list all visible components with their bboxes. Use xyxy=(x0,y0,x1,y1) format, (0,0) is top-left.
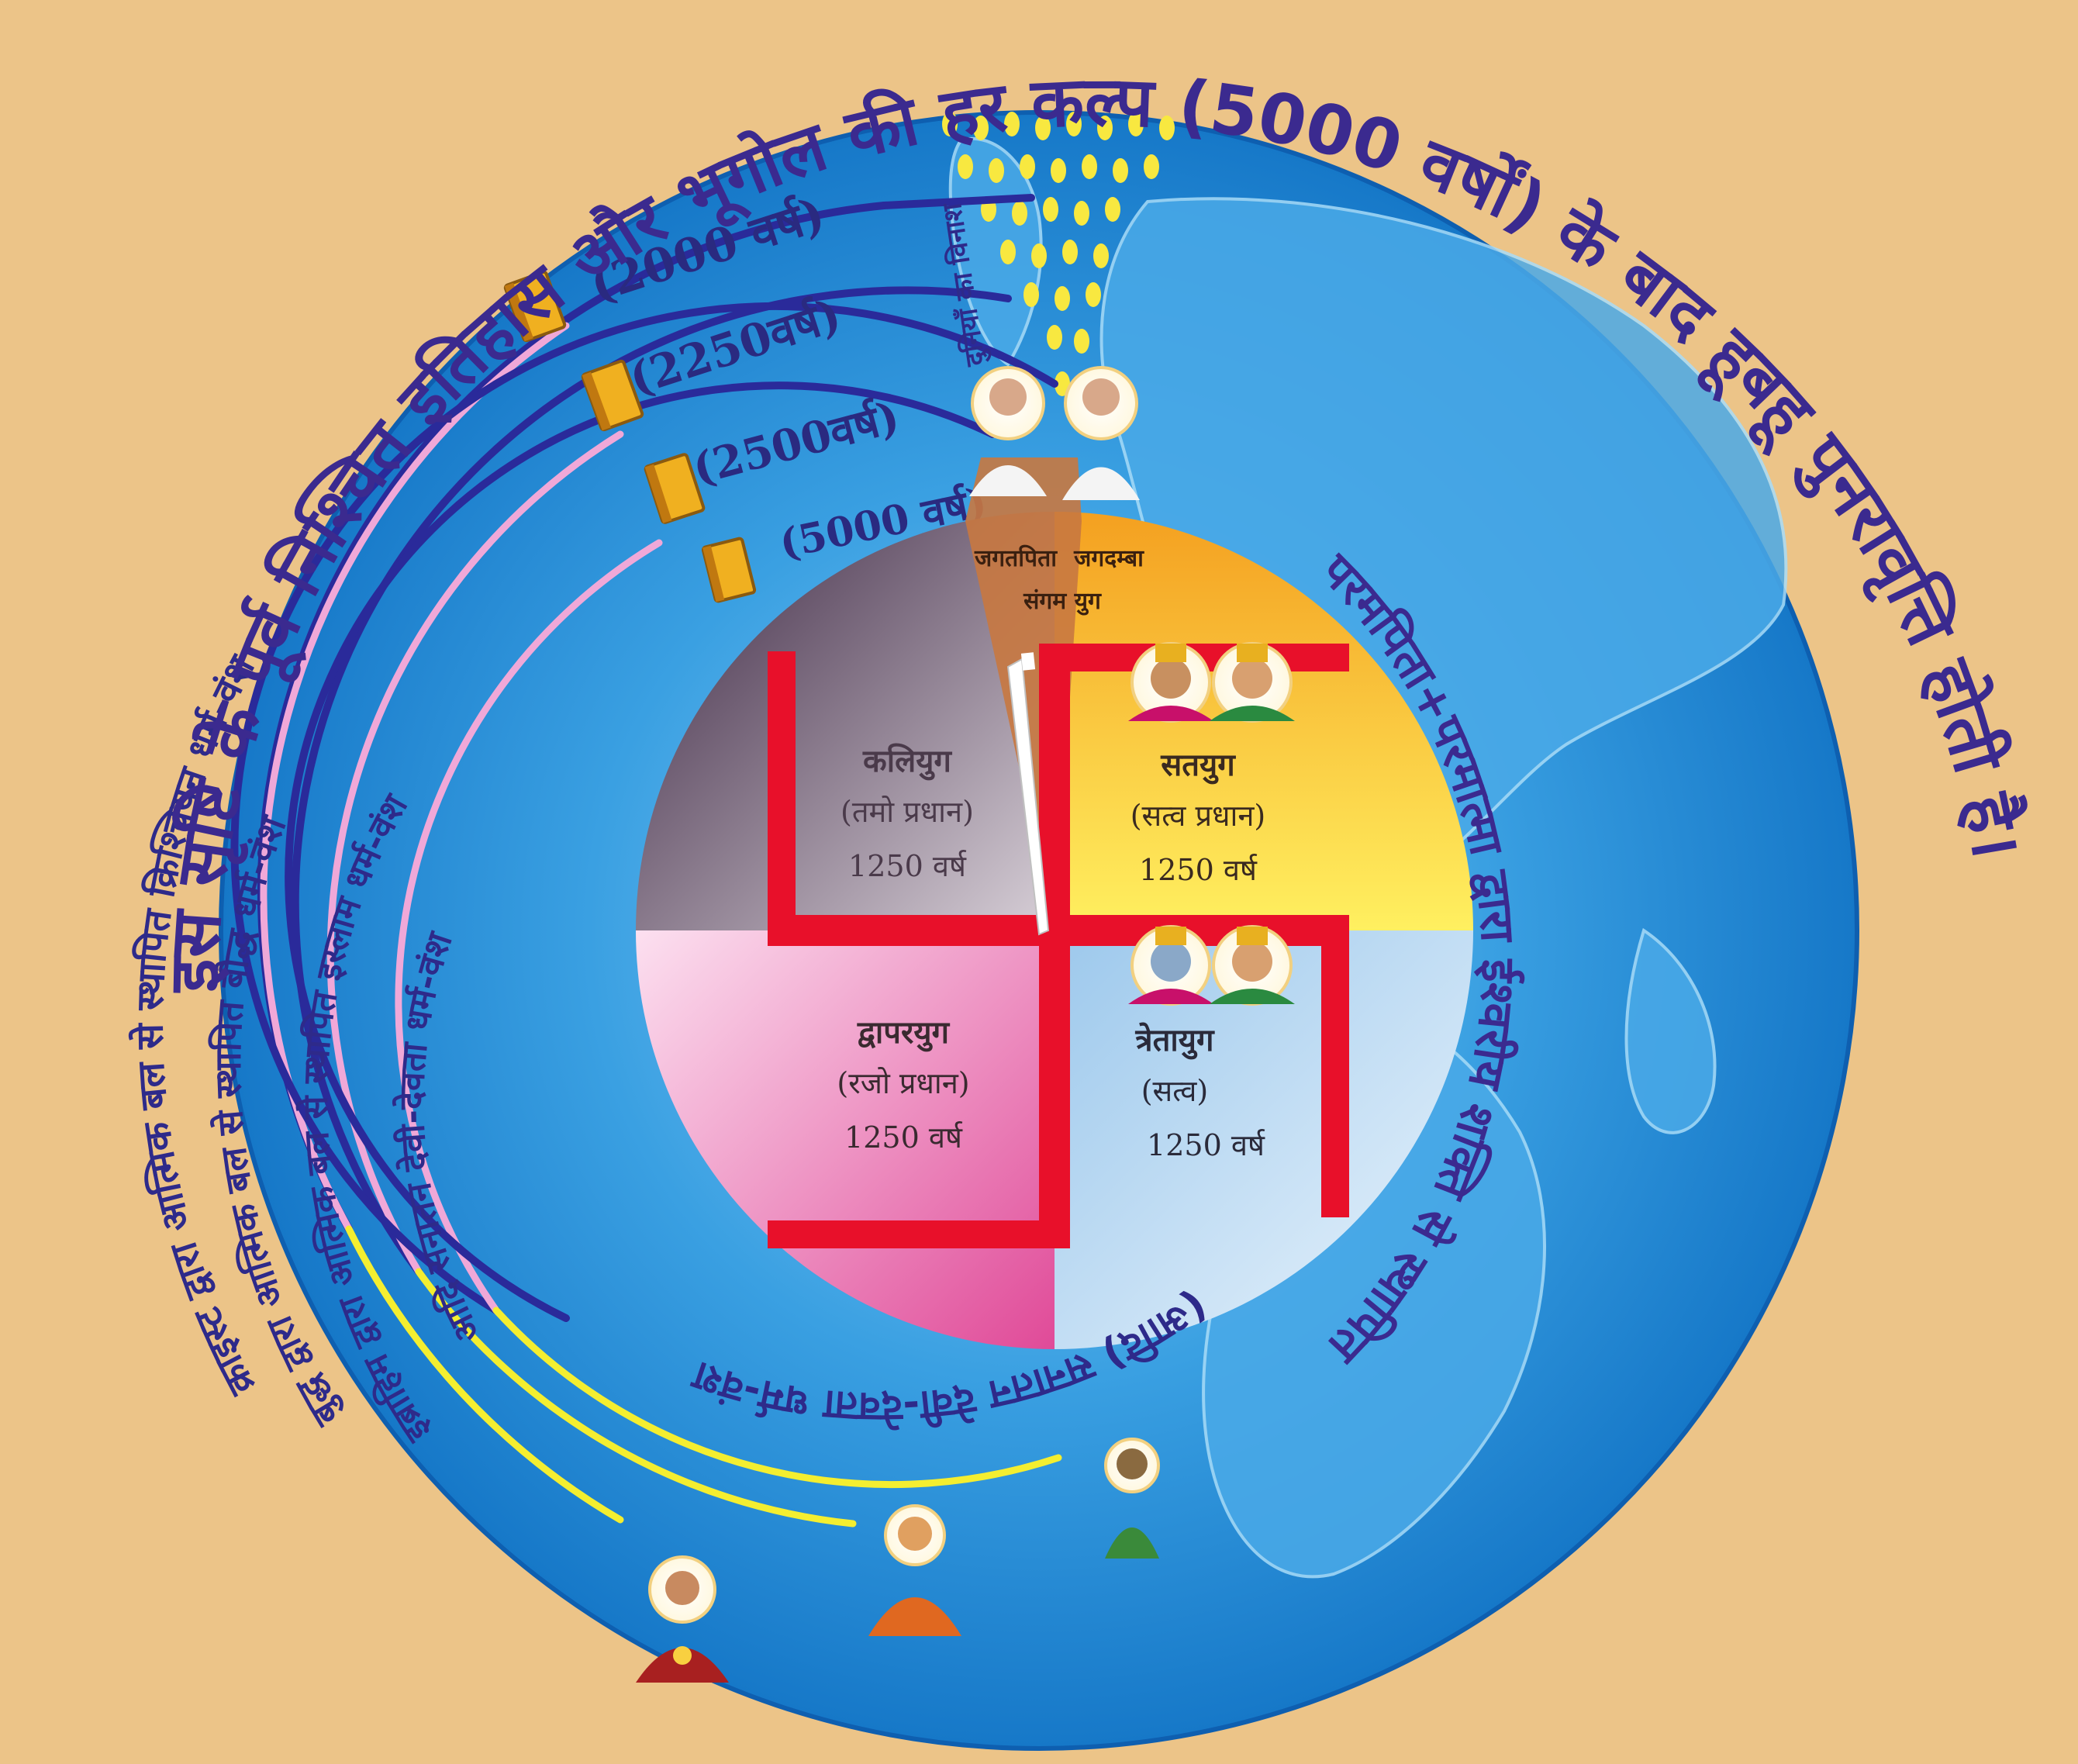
religion-bands xyxy=(230,194,1062,1528)
book-icon xyxy=(581,359,644,432)
kaliyuga-years: 1250 वर्ष xyxy=(848,849,967,883)
book-icon xyxy=(644,453,706,524)
kaliyuga-quality: (तमो प्रधान) xyxy=(841,795,974,829)
jagatpita-figure xyxy=(969,366,1047,496)
tretayuga-name: त्रेतायुग xyxy=(1135,1022,1215,1060)
ibrahim-figure xyxy=(1104,1438,1160,1559)
ram-figure xyxy=(1128,925,1213,1006)
satyuga-years: 1250 वर्ष xyxy=(1139,853,1258,887)
sita-figure xyxy=(1210,925,1295,1006)
krishna-figure xyxy=(1128,642,1213,723)
globe-rim xyxy=(219,110,1859,1751)
tretayuga-quality: (सत्व) xyxy=(1141,1074,1209,1108)
yuga-labels: कलियुग (तमो प्रधान) 1250 वर्ष सतयुग (सत्… xyxy=(837,743,1265,1162)
dwaparyuga-years: 1250 वर्ष xyxy=(844,1120,963,1155)
book-icons xyxy=(503,270,757,603)
sangam-right-label: जगदम्बा xyxy=(1073,545,1144,572)
book-icon xyxy=(503,270,567,343)
dwaparyuga-quality: (रजो प्रधान) xyxy=(837,1066,969,1100)
book-icon xyxy=(701,537,757,603)
sangam-left-label: जगतपिता xyxy=(974,544,1058,572)
sangam-yuga-label: संगम युग xyxy=(1023,588,1102,616)
buddha-figure xyxy=(868,1504,961,1636)
dwaparyuga-name: द्वापरयुग xyxy=(857,1015,951,1052)
swastika xyxy=(768,644,1349,1248)
sword-icon xyxy=(1006,652,1050,936)
satyuga-quality: (सत्व प्रधान) xyxy=(1130,799,1266,833)
figures xyxy=(636,366,1295,1683)
satyuga-name: सतयुग xyxy=(1160,747,1236,785)
kaliyuga-quadrant xyxy=(636,512,1055,930)
tretayuga-years: 1250 वर्ष xyxy=(1147,1128,1265,1162)
christ-figure xyxy=(636,1555,729,1683)
radha-figure xyxy=(1210,642,1295,723)
jagadamba-figure xyxy=(1062,366,1140,500)
tretayuga-quadrant xyxy=(1055,930,1473,1349)
kaliyuga-name: कलियुग xyxy=(862,743,952,781)
